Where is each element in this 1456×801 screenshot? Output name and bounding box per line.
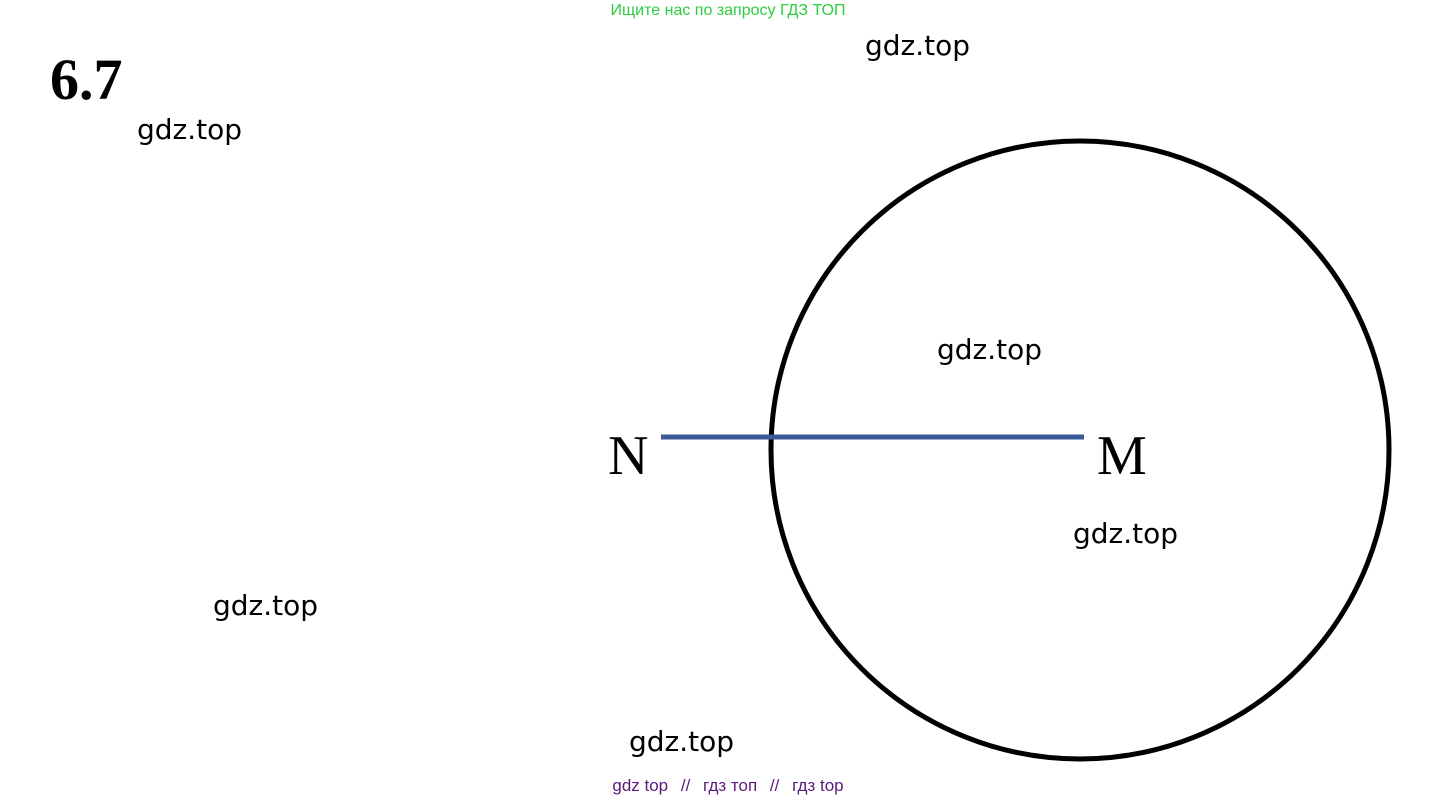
- footer-link[interactable]: гдз топ: [703, 776, 758, 795]
- footer-link[interactable]: gdz top: [612, 776, 669, 795]
- watermark-label: gdz.top: [629, 725, 735, 758]
- problem-number: 6.7: [50, 47, 123, 112]
- watermark-label: gdz.top: [937, 333, 1043, 366]
- watermark-label: gdz.top: [1073, 517, 1179, 550]
- footer-separator: //: [769, 776, 780, 795]
- circle: [768, 138, 1392, 762]
- footer-link[interactable]: гдз top: [792, 776, 844, 795]
- watermark-label: gdz.top: [865, 29, 971, 62]
- footer-separator: //: [680, 776, 691, 795]
- point-label-n: N: [608, 425, 648, 487]
- search-hint-banner: Ищите нас по запросу ГДЗ ТОП: [610, 2, 846, 19]
- watermark-label: gdz.top: [213, 589, 319, 622]
- watermark-label: gdz.top: [137, 113, 243, 146]
- footer-links: gdz top // гдз топ // гдз top: [0, 775, 1456, 797]
- point-label-m: M: [1097, 425, 1147, 487]
